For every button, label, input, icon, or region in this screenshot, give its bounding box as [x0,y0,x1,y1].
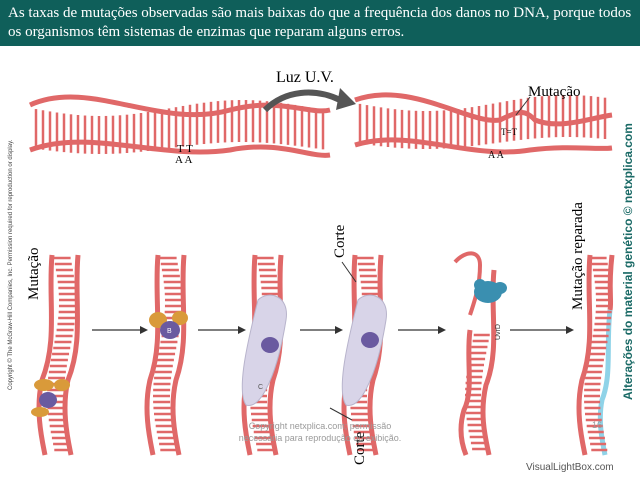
bottom-strand-1 [31,254,81,456]
bottom-strand-2 [144,254,188,456]
enzyme-label-b-2: B [167,328,172,335]
cut-label-top: Corte [332,224,348,258]
left-bases-bottom: A A [175,154,192,166]
bottom-strand-4 [341,254,387,456]
cut-pointer-top [341,261,357,283]
left-bases-top: T T [177,143,193,155]
top-left-dna [28,94,331,158]
side-credit: Alterações do material genético © netxpl… [621,123,635,400]
enzyme-purple-1 [39,392,57,408]
right-bases-bottom: A A [488,150,505,161]
footer-copyright: Copyright netxplica.com; permissão neces… [200,420,440,444]
bottom-strand-3 [241,254,287,456]
cut-label-bottom: Corte [352,431,368,465]
bottom-strand-5 [453,251,507,456]
cut-pointer-bottom [329,407,353,421]
top-right-dna [354,92,613,155]
repaired-label: Mutação reparada [570,202,586,310]
enzyme-label-c: C [258,384,263,391]
bottom-mutation-label: Mutação [26,248,42,300]
header-text: As taxas de mutações observadas são mais… [8,5,632,40]
header-bar: As taxas de mutações observadas são mais… [0,0,640,46]
footer-copyright-line1: Copyright netxplica.com; permissão [248,421,392,431]
dimer-label: T=T [501,127,518,137]
uv-arrow-head [336,88,356,110]
side-copyright: Copyright © The McGraw-Hill Companies, I… [7,139,14,390]
uv-arrow [262,89,342,113]
mutation-pointer [515,96,531,116]
footer-copyright-line2: necessária para reprodução ou exibição. [238,433,402,443]
watermark[interactable]: VisualLightBox.com [526,462,614,473]
uvrd-label: UvrD [495,324,502,340]
top-mutation-label: Mutação [528,84,580,100]
enzyme-gold-2 [54,379,70,391]
enzyme-gold-3 [31,407,49,417]
page-number: 16 [592,420,603,430]
bottom-strand-6 [576,254,615,456]
uv-label: Luz U.V. [276,69,334,86]
enzyme-gold-1 [34,379,54,391]
